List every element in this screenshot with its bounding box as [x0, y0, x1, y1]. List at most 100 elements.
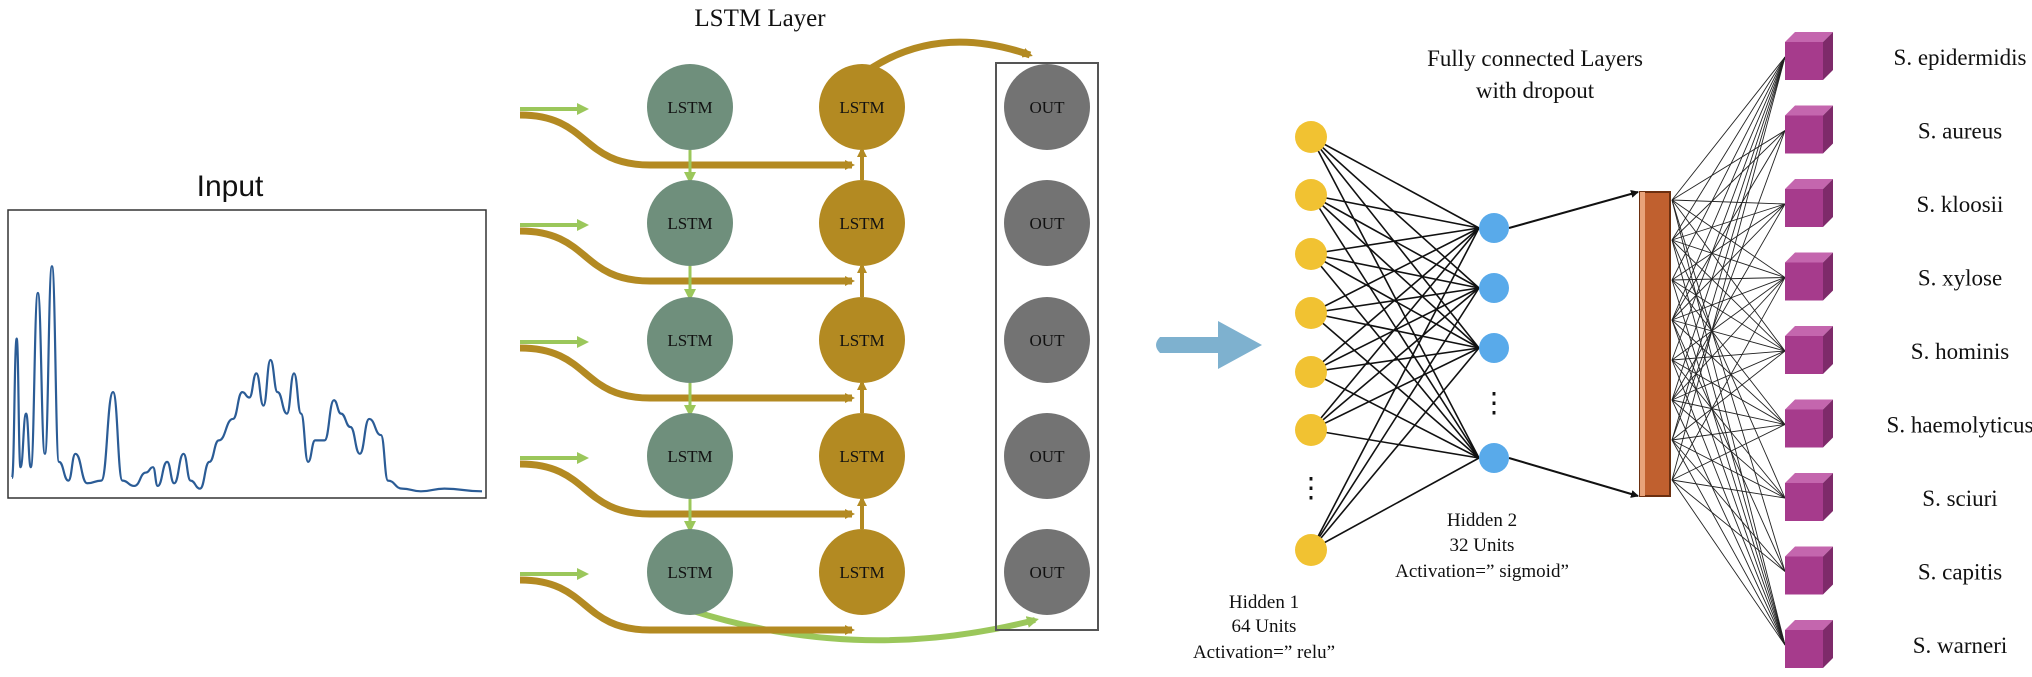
out-node	[1004, 413, 1090, 499]
h2-dropout-edge	[1508, 190, 1639, 229]
dropout-class-edge	[1671, 319, 1786, 646]
cube-side-face	[1823, 399, 1833, 448]
lstm2-node	[819, 297, 905, 383]
cube-front-face	[1785, 556, 1823, 595]
h1-h2-edge	[1310, 136, 1480, 229]
dropout-class-edge	[1671, 56, 1786, 281]
hidden1-label: Hidden 1	[1229, 592, 1299, 613]
lstm2-label: LSTM	[839, 563, 884, 582]
cube-front-face	[1785, 483, 1823, 521]
hidden2-units: 32 Units	[1450, 535, 1515, 556]
class-label: S. kloosii	[1917, 192, 2004, 217]
class-cube-icon	[1785, 620, 1833, 668]
input-flow-arrow	[519, 111, 855, 170]
cube-side-face	[1823, 546, 1833, 595]
lstm1-node	[647, 180, 733, 266]
dropout-class-edge	[1671, 199, 1786, 352]
lstm1-label: LSTM	[667, 98, 712, 117]
hidden2-node	[1479, 333, 1509, 363]
out-node	[1004, 297, 1090, 383]
hidden1-node	[1295, 414, 1327, 446]
output-column-frame	[995, 62, 1099, 631]
dropout-class-edge	[1671, 130, 1786, 321]
dropout-class-edge	[1671, 239, 1786, 499]
dropout-class-edge	[1671, 479, 1786, 646]
cube-front-face	[1785, 336, 1823, 374]
hidden1-node	[1295, 356, 1327, 388]
hidden2-activation: Activation=” sigmoid”	[1395, 561, 1569, 582]
dropout-class-edge	[1671, 203, 1786, 321]
dropout-class-edge	[1671, 319, 1786, 572]
dropout-class-edge	[1671, 279, 1786, 425]
dropout-class-edge	[1671, 359, 1786, 425]
out-node	[1004, 180, 1090, 266]
class-cube-icon	[1785, 546, 1833, 595]
cube-top-face	[1785, 326, 1833, 336]
dropout-class-edge	[1671, 130, 1786, 201]
spectrum-frame	[7, 209, 487, 499]
hidden2-node	[1479, 273, 1509, 303]
right-arrow-icon	[1156, 321, 1262, 369]
lstm2-node	[819, 529, 905, 615]
h1-h2-edge	[1310, 136, 1480, 289]
h2-dropout-edge	[1508, 457, 1639, 498]
dropout-class-edge	[1671, 439, 1786, 499]
dropout-class-edge	[1671, 56, 1786, 201]
class-label: S. hominis	[1911, 339, 2009, 364]
h1-h2-edge	[1310, 227, 1480, 255]
dropout-class-edge	[1671, 350, 1786, 401]
dropout-class-edge	[1671, 130, 1786, 441]
lstm2-node	[819, 413, 905, 499]
cube-top-face	[1785, 32, 1833, 42]
input-flow-arrow	[519, 344, 855, 403]
lstm2-label: LSTM	[839, 98, 884, 117]
cube-top-face	[1785, 620, 1833, 630]
hidden1-units: 64 Units	[1232, 616, 1297, 637]
class-cube-icon	[1785, 105, 1833, 154]
lstm1-label: LSTM	[667, 331, 712, 350]
h1-h2-edge	[1310, 136, 1480, 349]
out-node	[1004, 529, 1090, 615]
cube-front-face	[1785, 189, 1823, 227]
cube-front-face	[1785, 42, 1823, 80]
class-label: S. warneri	[1913, 633, 2008, 658]
dropout-class-edge	[1671, 277, 1786, 361]
lstm1-label: LSTM	[667, 214, 712, 233]
dropout-class-edge	[1671, 279, 1786, 646]
lstm-to-out-bottom-arc	[689, 607, 1039, 644]
hidden1-node	[1295, 121, 1327, 153]
h1-h2-edge	[1310, 194, 1480, 229]
lstm2-node	[819, 180, 905, 266]
lstm1-node	[647, 413, 733, 499]
dropout-class-edge	[1671, 350, 1786, 441]
dropout-class-edge	[1671, 399, 1786, 499]
class-label: S. xylose	[1918, 266, 2002, 291]
dense-connections	[1310, 136, 1639, 551]
class-label: S. capitis	[1918, 560, 2002, 585]
h1-h2-edge	[1310, 457, 1480, 551]
h1-h2-edge	[1310, 253, 1480, 459]
dropout-class-edge	[1671, 203, 1786, 401]
h1-h2-edge	[1310, 227, 1480, 551]
cube-front-face	[1785, 409, 1823, 448]
cube-front-face	[1785, 115, 1823, 154]
hidden1-nodes	[1295, 121, 1327, 566]
dropout-class-edge	[1671, 277, 1786, 481]
lstm2-label: LSTM	[839, 331, 884, 350]
lstm1-node	[647, 297, 733, 383]
input-flow-arrow	[519, 576, 855, 635]
h1-h2-edge	[1310, 194, 1480, 459]
class-cube-icon	[1785, 473, 1833, 521]
dense-layers: Fully connected Layers with dropout ⋮ ⋮ …	[1193, 46, 1671, 663]
lstm1-label: LSTM	[667, 447, 712, 466]
out-node	[1004, 64, 1090, 150]
hidden2-nodes	[1479, 213, 1509, 473]
h1-h2-edge	[1310, 227, 1480, 431]
hidden2-node	[1479, 213, 1509, 243]
dropout-class-edge	[1671, 239, 1786, 352]
dropout-class-edge	[1671, 279, 1786, 352]
cube-front-face	[1785, 630, 1823, 668]
